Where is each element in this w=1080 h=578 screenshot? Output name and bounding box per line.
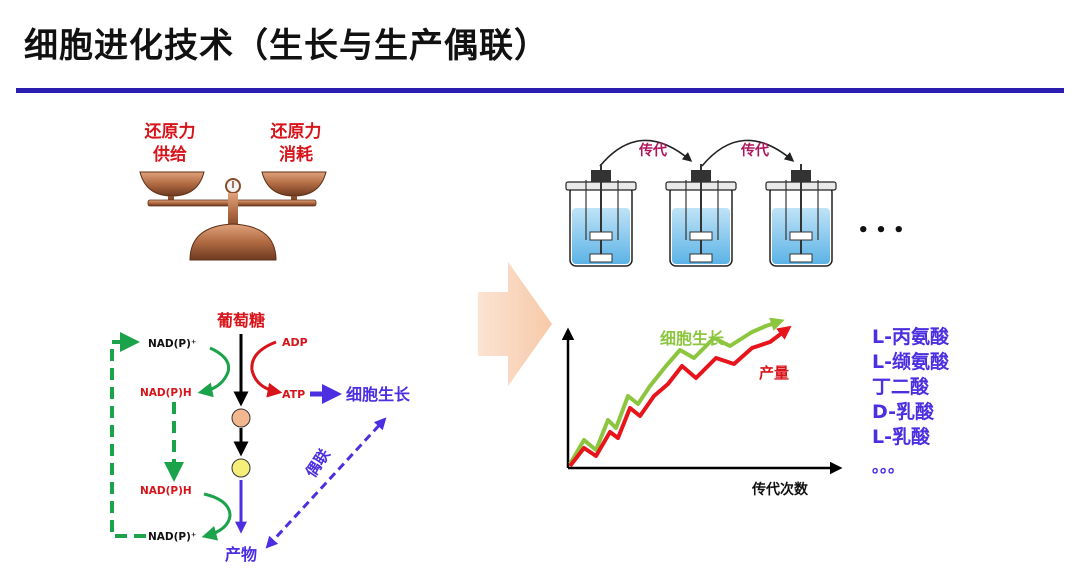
balance-left-label-2: 供给: [152, 144, 187, 165]
passage-ellipsis: • • •: [857, 220, 904, 241]
cell-growth-series-label: 细胞生长: [660, 329, 725, 348]
page-title: 细胞进化技术（生长与生产偶联）: [24, 26, 549, 66]
product-item: L-丙氨酸: [872, 325, 950, 348]
bioreactor-icon: [665, 164, 737, 267]
bioreactor-passage: 传代 传代: [565, 139, 905, 267]
balance-left-label-1: 还原力: [144, 121, 196, 142]
bioreactor-icon: [565, 164, 637, 267]
adp-label: ADP: [282, 336, 308, 349]
atp-label: ATP: [282, 388, 305, 401]
product-item: L-乳酸: [872, 425, 931, 448]
passage-label-1: 传代: [638, 142, 667, 159]
metabolic-pathway: 葡萄糖 产物 ADP ATP 细胞生长 NAD(P)⁺ NAD(P)H NAD(…: [110, 311, 411, 564]
transition-arrow-icon: [478, 262, 552, 386]
nadph-upper-label: NAD(P)H: [140, 387, 192, 399]
x-axis-label: 传代次数: [751, 481, 809, 498]
yield-series-label: 产量: [759, 364, 789, 382]
passage-label-2: 传代: [740, 142, 769, 159]
intermediate-node-1: [231, 408, 251, 428]
balance-right-pan: [261, 171, 327, 197]
product-item: 丁二酸: [872, 375, 930, 398]
product-item: L-缬氨酸: [872, 350, 950, 373]
product-item: D-乳酸: [872, 400, 935, 423]
yield-line: [568, 325, 792, 468]
nadph-lower-label: NAD(P)H: [140, 485, 192, 497]
cell-growth-label: 细胞生长: [346, 385, 411, 404]
coupling-label: 偶联: [302, 445, 334, 481]
product-list: L-丙氨酸 L-缬氨酸 丁二酸 D-乳酸 L-乳酸 。。。: [872, 325, 950, 476]
balance-right-label-1: 还原力: [270, 121, 322, 142]
cell-growth-line: [568, 317, 785, 466]
bioreactor-icon: [765, 164, 837, 267]
intermediate-node-2: [231, 458, 251, 478]
evolution-graph: 细胞生长 产量 传代次数: [561, 317, 843, 498]
nadp-plus-bottom-label: NAD(P)⁺: [148, 531, 196, 543]
balance-left-pan: [139, 171, 205, 197]
product-label: 产物: [225, 545, 257, 564]
balance-right-label-2: 消耗: [279, 144, 313, 165]
nadp-plus-top-label: NAD(P)⁺: [148, 338, 196, 350]
title-underline: [16, 88, 1064, 93]
glucose-label: 葡萄糖: [216, 311, 265, 330]
product-list-ellipsis: 。。。: [872, 457, 904, 476]
balance-base: [189, 223, 277, 261]
balance-scale: 还原力 供给 还原力 消耗: [139, 121, 327, 261]
